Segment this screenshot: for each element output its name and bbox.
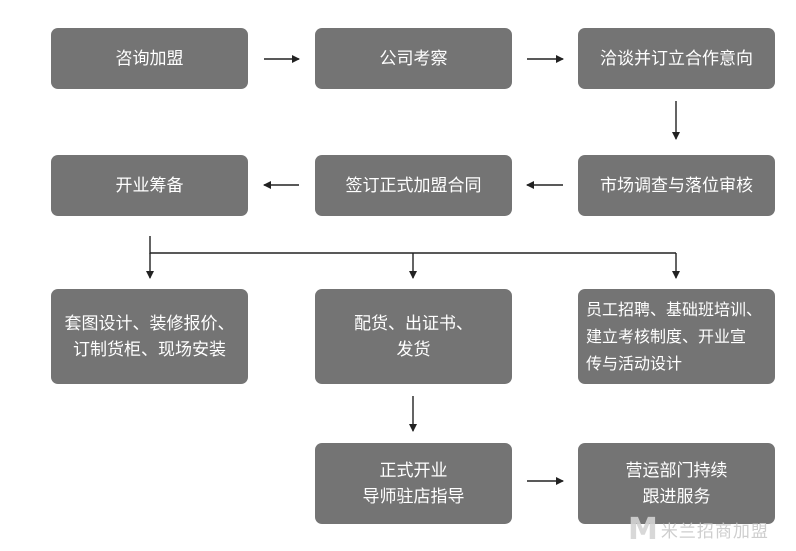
node-label-line: 洽谈并订立合作意向 (600, 48, 753, 69)
node-label-line: 配货、出证书、 (354, 313, 473, 334)
node-label-line: 建立考核制度、开业宣 (586, 327, 747, 346)
step-prepare: 开业筹备 (51, 155, 248, 216)
step-delivery: 配货、出证书、发货 (315, 289, 512, 384)
node-label-line: 公司考察 (379, 48, 448, 69)
step-inspect: 公司考察 (315, 28, 512, 89)
node-label-line: 套图设计、装修报价、 (64, 313, 235, 334)
step-design: 套图设计、装修报价、订制货柜、现场安装 (51, 289, 248, 384)
watermark-text: 米兰招商加盟 (660, 522, 769, 542)
step-survey: 市场调查与落位审核 (578, 155, 775, 216)
step-consult: 咨询加盟 (51, 28, 248, 89)
node-label-line: 订制货柜、现场安装 (73, 339, 226, 360)
watermark-logo: M 米兰招商加盟 (628, 512, 769, 547)
node-label-line: 签订正式加盟合同 (345, 175, 482, 196)
node-label-line: 正式开业 (379, 460, 448, 481)
step-service: 营运部门持续跟进服务 (578, 443, 775, 524)
node-label-line: 跟进服务 (642, 486, 711, 507)
node-label-line: 咨询加盟 (115, 48, 184, 69)
step-negotiate: 洽谈并订立合作意向 (578, 28, 775, 89)
node-label-line: 营运部门持续 (625, 460, 728, 481)
step-opening: 正式开业导师驻店指导 (315, 443, 512, 524)
node-label-line: 市场调查与落位审核 (600, 175, 753, 196)
step-contract: 签订正式加盟合同 (315, 155, 512, 216)
watermark-m-icon: M (628, 512, 659, 547)
node-label-line: 员工招聘、基础班培训、 (586, 300, 763, 319)
node-label-line: 发货 (396, 339, 431, 360)
step-training: 员工招聘、基础班培训、建立考核制度、开业宣传与活动设计 (578, 289, 775, 384)
node-label-line: 导师驻店指导 (362, 486, 465, 507)
node-label-line: 开业筹备 (115, 175, 184, 196)
branch-connector (149, 236, 676, 254)
node-label-line: 传与活动设计 (586, 354, 683, 373)
